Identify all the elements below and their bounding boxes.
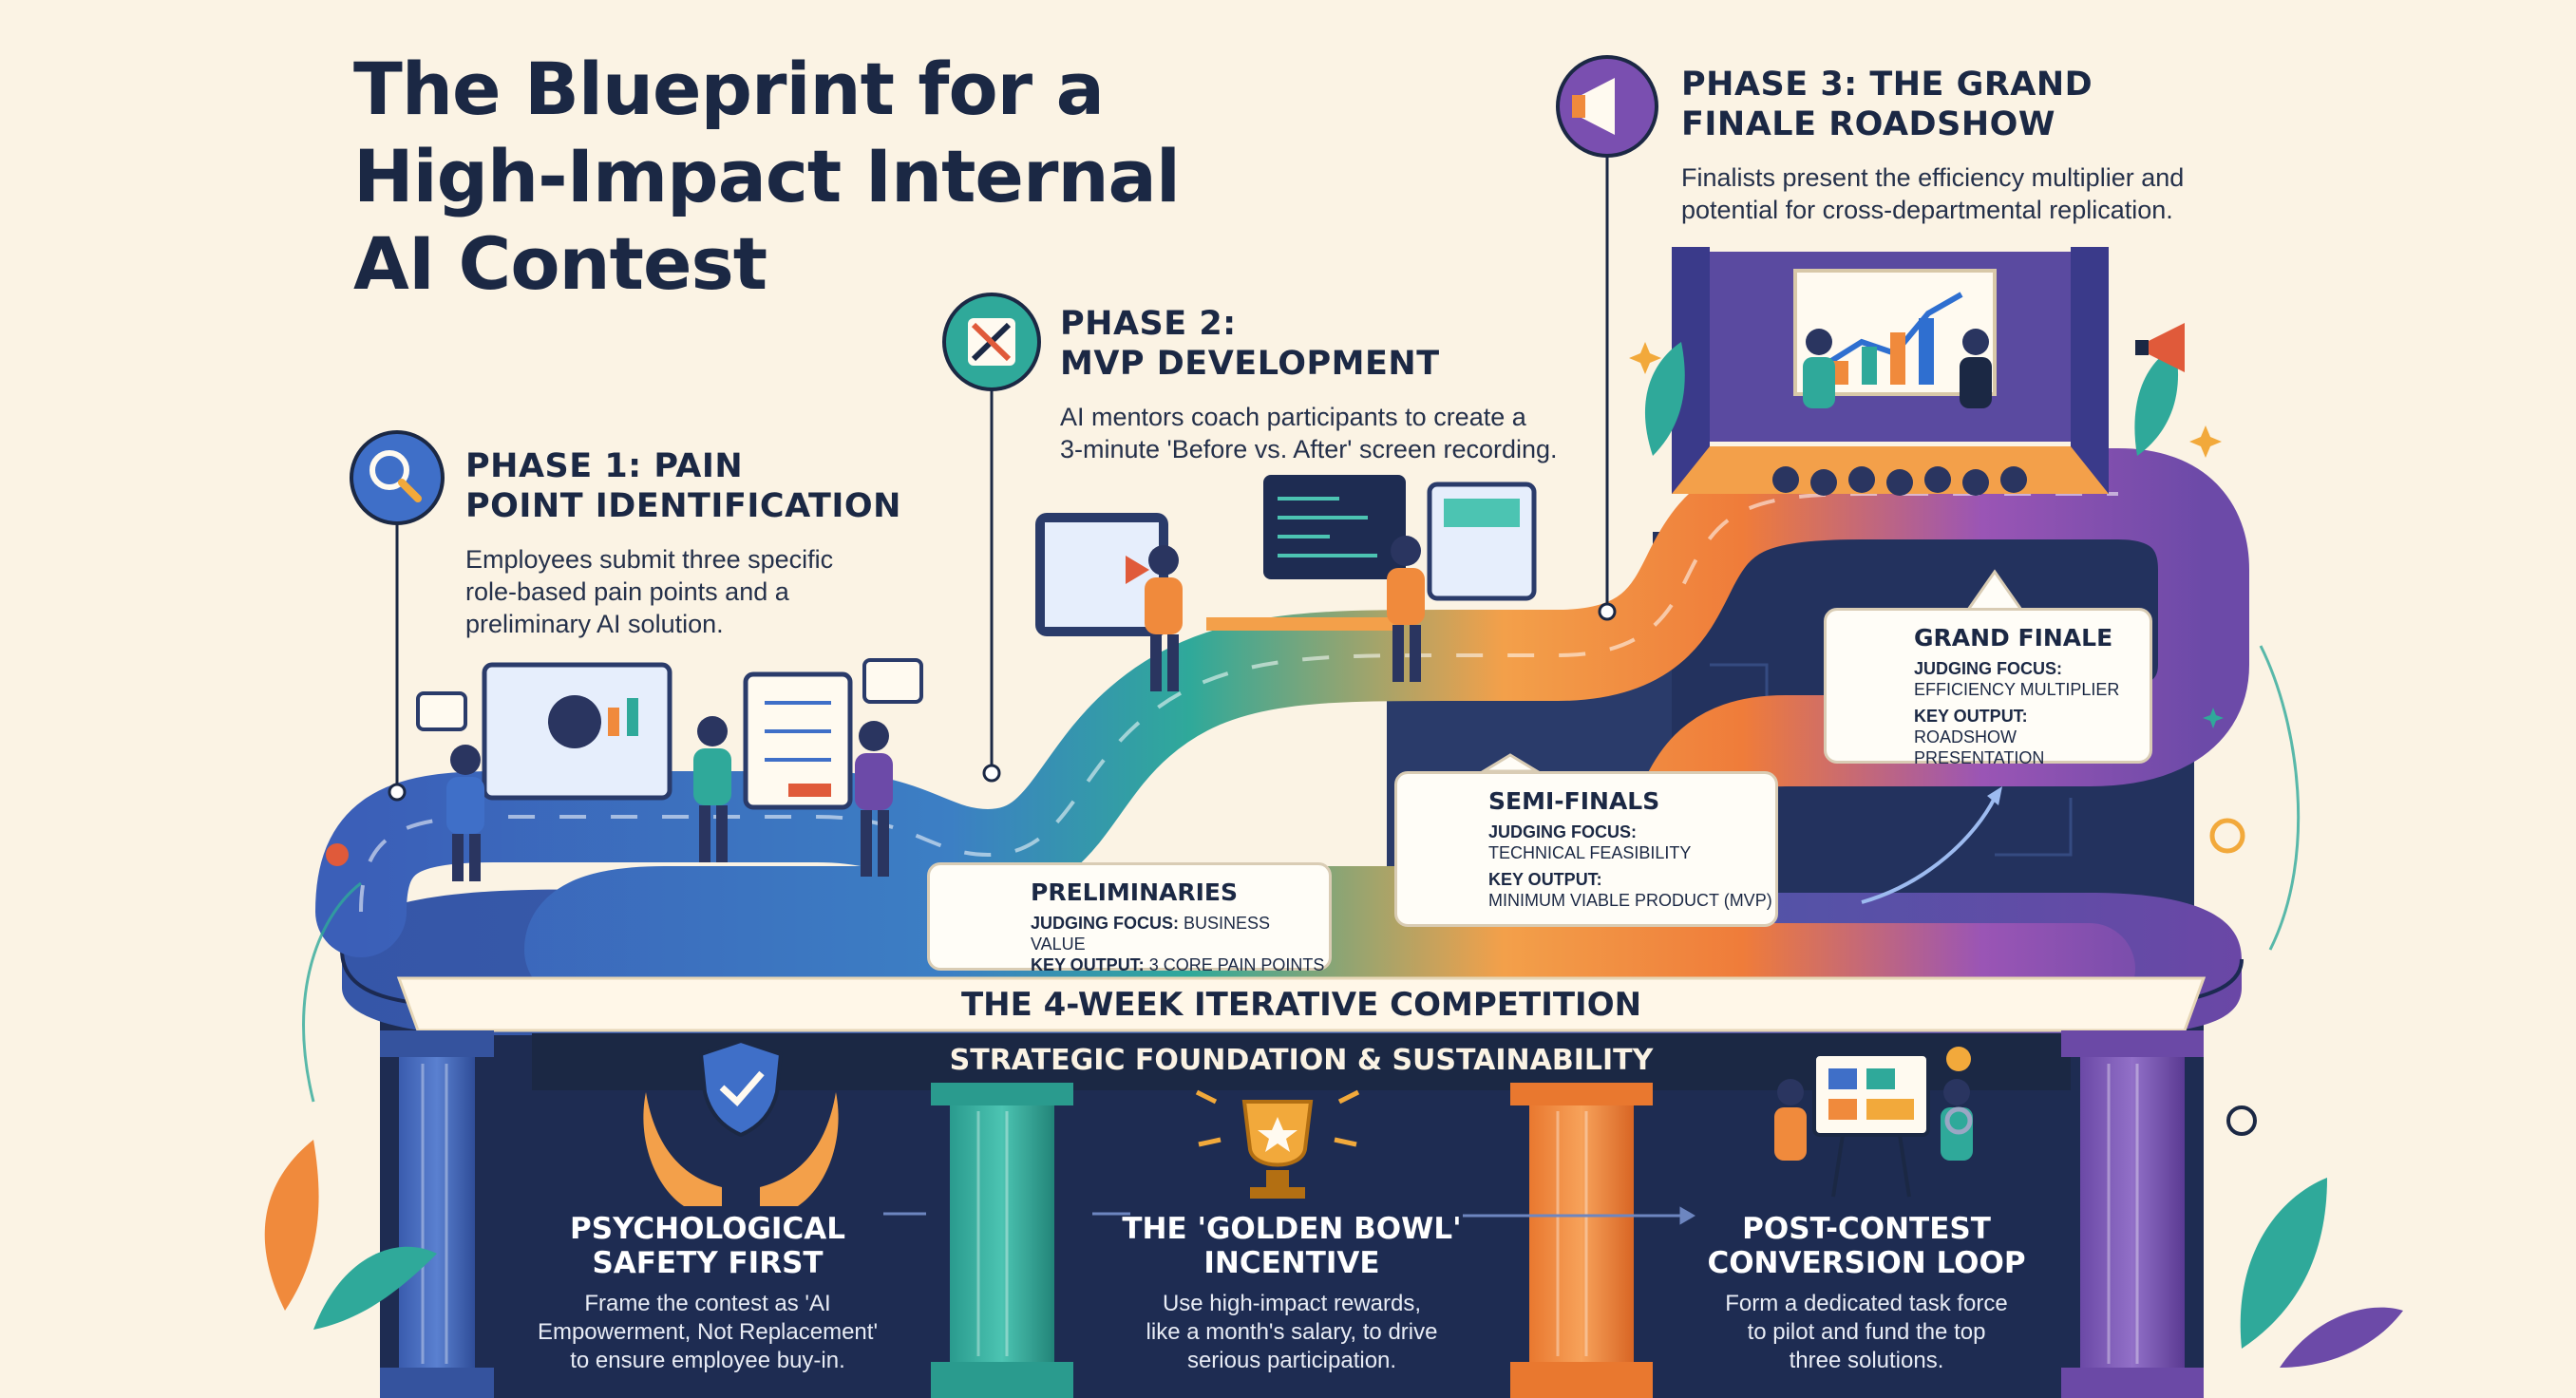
pillar-description: Use high-impact rewards, like a month's … xyxy=(1146,1291,1438,1373)
foundation-banner: STRATEGIC FOUNDATION & SUSTAINABILITY xyxy=(949,1044,1654,1077)
mvp-workspace xyxy=(1035,475,1537,636)
title-line: High-Impact Internal xyxy=(353,134,1181,218)
stage-output: Roadshow Presentation xyxy=(1914,727,2045,767)
stage-output-label: KEY OUTPUT: xyxy=(1914,707,2028,726)
shield-hands-icon xyxy=(643,1038,839,1206)
phase-description: AI mentors coach participants to create … xyxy=(1060,403,1558,463)
pillar-golden-bowl: THE 'GOLDEN BOWL' INCENTIVE Use high-imp… xyxy=(1083,1212,1501,1375)
stage-focus: Technical Feasibility xyxy=(1488,843,1692,862)
pain-points-workspace xyxy=(416,658,923,810)
pillar-teal xyxy=(931,1083,1073,1398)
megaphone-icon xyxy=(2135,323,2185,372)
pillar-title: POST-CONTEST CONVERSION LOOP xyxy=(1707,1212,2026,1280)
golden-trophy-icon xyxy=(1195,1089,1360,1199)
phase-leaders xyxy=(395,128,1609,788)
stage-output: Minimum Viable Product (MVP) xyxy=(1488,891,1772,910)
decor-ring xyxy=(2226,1105,2257,1136)
megaphone-icon xyxy=(1556,55,1658,158)
pillar-title: PSYCHOLOGICAL SAFETY FIRST xyxy=(570,1212,845,1280)
page-title: The Blueprint for a High-Impact Internal… xyxy=(353,46,1208,308)
stage-focus: Efficiency Multiplier xyxy=(1914,680,2120,699)
phase-description: Employees submit three specific role-bas… xyxy=(465,545,834,638)
plants xyxy=(264,342,2403,1368)
stage-card-grand-finale: GRAND FINALE JUDGING FOCUS: Efficiency M… xyxy=(1824,608,2152,767)
pillar-blue xyxy=(380,1030,494,1398)
pillar-arrows xyxy=(883,1206,1695,1225)
stage-focus: JUDGING FOCUS: Business Value xyxy=(1031,914,1271,954)
pillar-description: Form a dedicated task force to pilot and… xyxy=(1725,1291,2008,1373)
pillar-description: Frame the contest as 'AI Empowerment, No… xyxy=(537,1291,879,1373)
stage-card-semi-finals: SEMI-FINALS JUDGING FOCUS: Technical Fea… xyxy=(1394,771,1778,927)
title-line: The Blueprint for a xyxy=(353,47,1105,131)
stage-output-label: KEY OUTPUT: xyxy=(1488,870,1602,889)
pillar-psychological-safety: PSYCHOLOGICAL SAFETY FIRST Frame the con… xyxy=(503,1212,912,1375)
decor-dot xyxy=(326,843,349,866)
phase-3: PHASE 3: THE GRAND FINALE ROADSHOW Final… xyxy=(1681,65,2251,226)
stage-output: KEY OUTPUT: 3 Core Pain Points xyxy=(1031,955,1325,974)
phase-heading: PHASE 3: THE GRAND FINALE ROADSHOW xyxy=(1681,66,2093,143)
pillar-purple xyxy=(2061,1030,2204,1398)
magnifier-icon xyxy=(350,430,445,525)
decor-ring xyxy=(2209,818,2245,854)
sparkles xyxy=(1629,342,2224,728)
growth-arrow xyxy=(1861,797,1997,904)
title-line: AI Contest xyxy=(353,221,767,306)
pillar-orange xyxy=(1510,1083,1653,1398)
phase-description: Finalists present the efficiency multipl… xyxy=(1681,163,2185,224)
stage-title: GRAND FINALE xyxy=(1914,624,2113,652)
phase-heading: PHASE 1: PAIN POINT IDENTIFICATION xyxy=(465,447,901,525)
stage-title: PRELIMINARIES xyxy=(1031,878,1238,906)
decor-lines xyxy=(302,645,2301,1103)
stage-focus-label: JUDGING FOCUS: xyxy=(1914,659,2063,678)
participants xyxy=(446,329,1992,881)
phase-2: PHASE 2: MVP DEVELOPMENT AI mentors coac… xyxy=(1060,304,1592,465)
tools-icon xyxy=(942,293,1041,391)
task-force-icon xyxy=(1774,1047,1973,1198)
stage-focus-label: JUDGING FOCUS: xyxy=(1488,822,1638,841)
phase-1: PHASE 1: PAIN POINT IDENTIFICATION Emplo… xyxy=(465,446,959,640)
finale-stage xyxy=(1672,247,2109,494)
audience xyxy=(1772,466,2027,496)
pillar-conversion-loop: POST-CONTEST CONVERSION LOOP Form a dedi… xyxy=(1662,1212,2071,1375)
competition-banner: THE 4-WEEK ITERATIVE COMPETITION xyxy=(960,986,1642,1024)
stage-title: SEMI-FINALS xyxy=(1488,787,1660,815)
pillar-title: THE 'GOLDEN BOWL' INCENTIVE xyxy=(1122,1212,1462,1280)
stage-card-preliminaries: PRELIMINARIES JUDGING FOCUS: Business Va… xyxy=(927,862,1332,974)
phase-heading: PHASE 2: MVP DEVELOPMENT xyxy=(1060,305,1440,383)
